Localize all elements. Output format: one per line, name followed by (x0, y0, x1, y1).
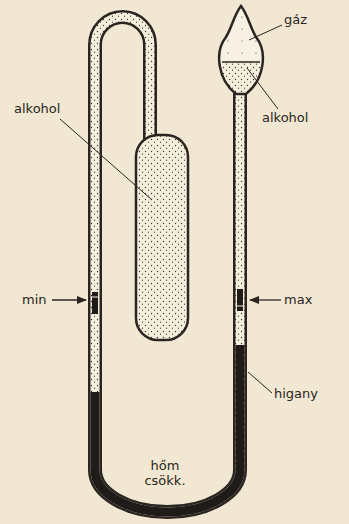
min-label: min (22, 292, 47, 307)
index-arrows (52, 299, 281, 300)
mercury-label: higany (274, 386, 318, 401)
mercury-column (95, 345, 240, 512)
temperature-falls-note: hőm csökk. (133, 458, 197, 488)
alcohol-label: alkohol (262, 110, 308, 125)
glass-tube (95, 17, 240, 512)
leader-lines (60, 25, 282, 393)
min-index (92, 292, 98, 314)
alcohol-label: alkohol (14, 101, 60, 116)
gas-label: gáz (284, 12, 307, 27)
alcohol-reservoir (136, 135, 188, 340)
max-label: max (284, 292, 312, 307)
max-index (237, 289, 243, 311)
